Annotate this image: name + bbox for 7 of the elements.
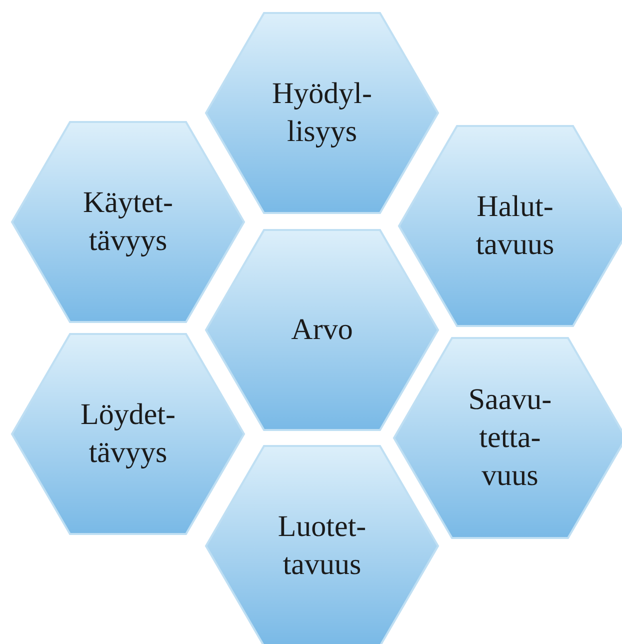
hexagon-label: Käytet- tävyys xyxy=(83,185,173,259)
hexagon-label: Halut- tavuus xyxy=(476,189,554,263)
hexagon-label: Arvo xyxy=(291,312,353,348)
hexagon-label: Hyödyl- lisyys xyxy=(272,76,372,150)
hexagon-label: Saavu- tetta- vuus xyxy=(468,382,552,494)
hexagon-label: Löydet- tävyys xyxy=(80,397,176,471)
hexagon-label: Luotet- tavuus xyxy=(278,509,366,583)
